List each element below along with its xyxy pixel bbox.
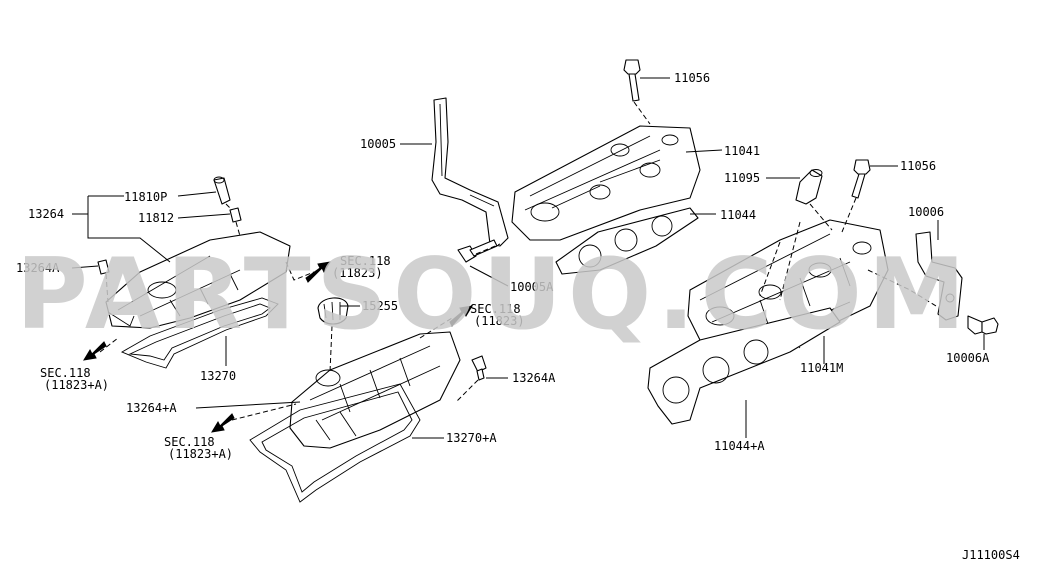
label-sec118-mid-ref: (11823) xyxy=(332,266,383,280)
sec-arrow-center xyxy=(449,305,473,327)
label-sec118-bottom-ref: (11823+A) xyxy=(168,447,233,461)
label-sec118-bottom: SEC.118 xyxy=(164,435,215,449)
label-sec118-mid: SEC.118 xyxy=(340,254,391,268)
label-15255: 15255 xyxy=(362,299,398,313)
part-10006-bracket xyxy=(915,231,963,321)
label-11056-right: 11056 xyxy=(900,159,936,173)
part-11810p-pcv-valve xyxy=(213,176,231,205)
assembly-lines xyxy=(99,101,937,421)
label-10005: 10005 xyxy=(360,137,396,151)
label-10005a: 10005A xyxy=(510,280,554,294)
diagram-code: J11100S4 xyxy=(962,548,1020,562)
label-11810p: 11810P xyxy=(124,190,167,204)
label-sec118-left-ref: (11823+A) xyxy=(44,378,109,392)
label-10006a: 10006A xyxy=(946,351,990,365)
part-10005a-bolt xyxy=(457,239,498,263)
label-10006: 10006 xyxy=(908,205,944,219)
part-15255-oil-cap xyxy=(317,297,349,325)
part-11095-sleeve xyxy=(795,169,823,205)
label-11044pa: 11044+A xyxy=(714,439,765,453)
part-10006a-bolt xyxy=(967,315,999,335)
label-sec118-center-ref: (11823) xyxy=(474,314,525,328)
watermark: PARTSOUQ.COM xyxy=(16,238,971,352)
label-sec118-left: SEC.118 xyxy=(40,366,91,380)
sec-arrow-mid xyxy=(305,261,331,283)
label-13264: 13264 xyxy=(28,207,64,221)
leader-lines xyxy=(71,77,985,439)
part-10005-bracket xyxy=(431,97,509,247)
part-11044-pa-head-gasket-lower xyxy=(647,307,841,425)
part-13270-cover-gasket-left xyxy=(120,297,279,369)
part-13264-rocker-cover-left xyxy=(105,231,291,329)
label-11812: 11812 xyxy=(138,211,174,225)
part-13264a-bolt-right xyxy=(471,355,487,381)
part-11056-bolt-right xyxy=(851,159,871,199)
label-11041m: 11041M xyxy=(800,361,843,375)
sec-arrow-bottom xyxy=(211,413,235,433)
label-13270: 13270 xyxy=(200,369,236,383)
part-11056-bolt-top xyxy=(623,59,641,102)
label-13270pa: 13270+A xyxy=(446,431,497,445)
label-13264a-right: 13264A xyxy=(512,371,556,385)
part-13270pa-cover-gasket-right xyxy=(249,383,421,503)
label-13264pa: 13264+A xyxy=(126,401,177,415)
sec-arrow-left xyxy=(83,341,107,361)
part-13264pa-rocker-cover-right xyxy=(289,331,461,449)
part-11041-cylinder-head-right xyxy=(511,125,701,241)
part-11812-grommet xyxy=(229,207,242,223)
part-13264a-bolt-left xyxy=(97,259,110,275)
label-11095: 11095 xyxy=(724,171,760,185)
label-11044: 11044 xyxy=(720,208,756,222)
label-sec118-center: SEC.118 xyxy=(470,302,521,316)
label-11056-top: 11056 xyxy=(674,71,710,85)
part-11044-head-gasket-upper xyxy=(555,207,699,275)
label-13264a-left: 13264A xyxy=(16,261,60,275)
label-11041: 11041 xyxy=(724,144,760,158)
